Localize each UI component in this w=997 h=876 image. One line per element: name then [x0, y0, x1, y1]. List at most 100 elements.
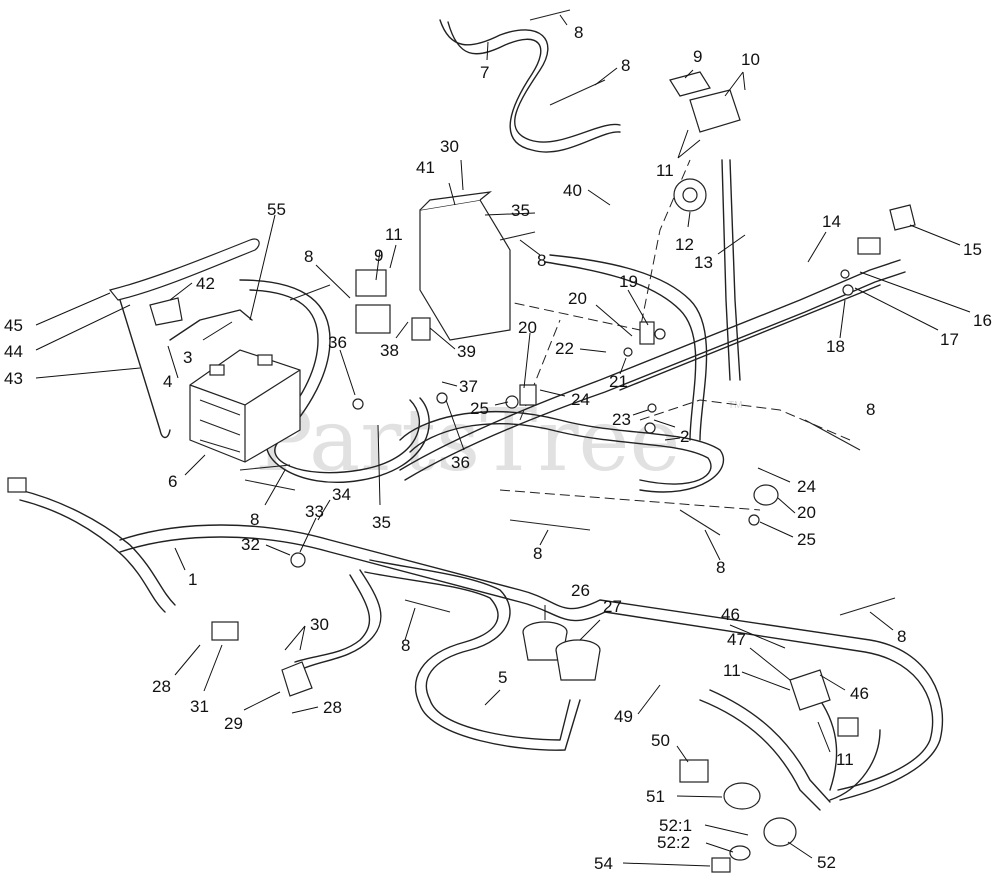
connector-15	[857, 237, 881, 255]
callout-8-f: 8	[250, 510, 259, 529]
callout-20-c: 20	[797, 503, 816, 522]
callout-45: 45	[4, 316, 23, 335]
callout-23: 23	[612, 410, 631, 429]
callout-8-d: 8	[304, 247, 313, 266]
harness-connector	[7, 477, 27, 493]
callout-17: 17	[940, 330, 959, 349]
bracket-20	[753, 484, 779, 506]
main-harness	[19, 19, 944, 811]
callout-11-c: 11	[723, 661, 741, 680]
callout-8-b: 8	[621, 56, 630, 75]
callout-26: 26	[571, 581, 590, 600]
callout-25-b: 25	[797, 530, 816, 549]
callout-21: 21	[609, 372, 628, 391]
callout-49: 49	[614, 707, 633, 726]
callout-28-b: 28	[323, 698, 342, 717]
callout-7: 7	[480, 63, 489, 82]
callout-5: 5	[498, 668, 507, 687]
callout-9-a: 9	[693, 47, 702, 66]
callout-52-1: 52:1	[659, 816, 692, 835]
callout-8-c: 8	[537, 251, 546, 270]
callout-16: 16	[973, 311, 992, 330]
callout-8-i: 8	[401, 636, 410, 655]
callout-28-a: 28	[152, 677, 171, 696]
callout-10: 10	[741, 50, 760, 69]
battery	[189, 349, 301, 463]
callout-38: 38	[380, 341, 399, 360]
callout-14: 14	[822, 212, 841, 231]
callout-8-g: 8	[533, 544, 542, 563]
switch-assembly	[679, 669, 859, 873]
callout-40: 40	[563, 181, 582, 200]
callout-20-b: 20	[518, 318, 537, 337]
callout-25-a: 25	[470, 399, 489, 418]
callout-22: 22	[555, 339, 574, 358]
callout-6: 6	[168, 472, 177, 491]
callout-37: 37	[459, 377, 478, 396]
callout-11-b: 11	[385, 225, 403, 244]
callout-44: 44	[4, 342, 23, 361]
ground-connector	[889, 204, 916, 231]
callout-36-a: 36	[328, 333, 347, 352]
callout-29: 29	[224, 714, 243, 733]
callout-20-a: 20	[568, 289, 587, 308]
callout-11-a: 11	[656, 161, 674, 180]
mounting-panel	[419, 191, 511, 341]
watermark-tm: TM	[728, 400, 742, 411]
leader-lines	[35, 14, 971, 867]
callout-1: 1	[188, 570, 197, 589]
callout-47: 47	[727, 630, 746, 649]
callout-27: 27	[603, 597, 622, 616]
cable-ties	[239, 9, 896, 616]
relay	[281, 661, 313, 697]
callout-8-e: 8	[866, 400, 875, 419]
key-switch-core	[682, 187, 698, 203]
gauges	[522, 621, 601, 681]
callout-24-a: 24	[571, 390, 590, 409]
callout-46-a: 46	[721, 605, 740, 624]
battery-rod	[119, 299, 171, 439]
callout-30-b: 30	[310, 615, 329, 634]
hardware	[290, 269, 854, 568]
callout-11-d: 11	[836, 750, 854, 769]
battery-cable	[169, 309, 253, 341]
callout-35-a: 35	[511, 201, 530, 220]
callout-54: 54	[594, 854, 613, 873]
callout-55: 55	[267, 200, 286, 219]
callout-31: 31	[190, 697, 209, 716]
callout-52-2: 52:2	[657, 833, 690, 852]
callout-41: 41	[416, 158, 435, 177]
callout-51: 51	[646, 787, 665, 806]
callout-9-b: 9	[374, 246, 383, 265]
callout-35-b: 35	[372, 513, 391, 532]
callout-8-a: 8	[574, 23, 583, 42]
callout-labels: 1 2 3 4 5 6 7 8 8 8 8 8 8 8 8 8 8 9 9 10…	[4, 23, 992, 873]
callout-42: 42	[196, 274, 215, 293]
callout-52: 52	[817, 853, 836, 872]
callout-2: 2	[680, 427, 689, 446]
callout-34: 34	[332, 485, 351, 504]
callout-43: 43	[4, 369, 23, 388]
watermark: PartsTree	[255, 391, 680, 491]
callout-32: 32	[241, 535, 260, 554]
clip	[211, 621, 239, 641]
callout-3: 3	[183, 348, 192, 367]
callout-13: 13	[694, 253, 713, 272]
callout-33: 33	[305, 502, 324, 521]
callout-46-b: 46	[850, 684, 869, 703]
callout-39: 39	[457, 342, 476, 361]
fuse-block	[669, 71, 741, 133]
callout-24-b: 24	[797, 477, 816, 496]
callout-19: 19	[619, 272, 638, 291]
callout-50: 50	[651, 731, 670, 750]
callout-12: 12	[675, 235, 694, 254]
battery-strap	[108, 238, 260, 301]
callout-8-j: 8	[897, 627, 906, 646]
relay-block	[355, 269, 431, 341]
callout-36-b: 36	[451, 453, 470, 472]
callout-30-a: 30	[440, 137, 459, 156]
callout-4: 4	[163, 372, 172, 391]
terminal-cover	[149, 297, 183, 326]
